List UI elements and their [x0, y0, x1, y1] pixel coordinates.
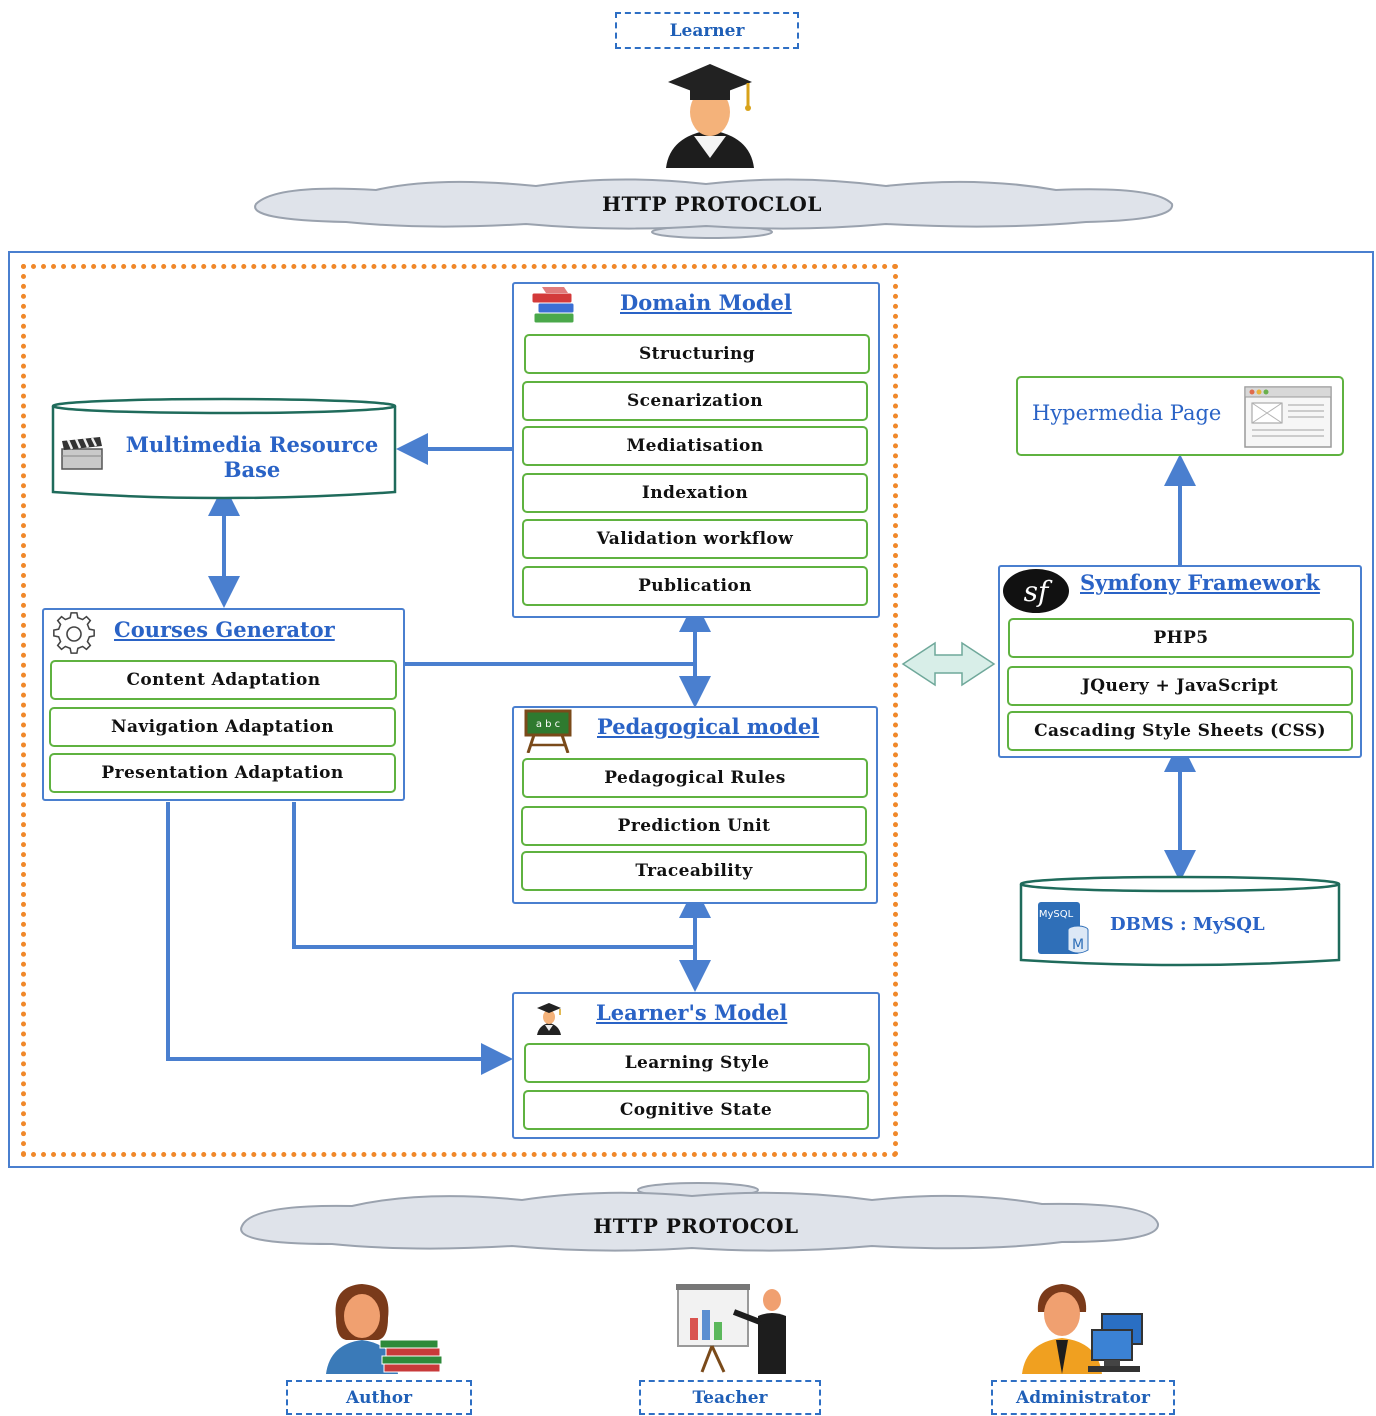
- mysql-icon-letter: M: [1072, 937, 1084, 953]
- hypermedia-page-title: Hypermedia Page: [1032, 401, 1222, 425]
- administrator-label: Administrator: [991, 1380, 1175, 1415]
- domain-item-structuring: Structuring: [524, 334, 870, 374]
- line-courses-to-learners-mid: [292, 802, 695, 949]
- chalkboard-text: a b c: [536, 719, 560, 730]
- cloud-top-shape: [254, 178, 1174, 239]
- cloud-top-label: HTTP PROTOCLOL: [602, 192, 822, 216]
- chalkboard-icon: a b c: [524, 709, 572, 753]
- courses-item-navigation-adaptation: Navigation Adaptation: [49, 707, 396, 747]
- symfony-title[interactable]: Symfony Framework: [1080, 570, 1320, 595]
- graduate-small-icon: [537, 1003, 561, 1035]
- cloud-bottom-shape: [240, 1182, 1159, 1252]
- books-icon: [531, 287, 575, 324]
- pedagogical-item-traceability: Traceability: [521, 851, 867, 891]
- mysql-icon: MySQL M: [1038, 902, 1089, 954]
- domain-model-title[interactable]: Domain Model: [620, 290, 792, 315]
- domain-item-indexation: Indexation: [522, 473, 868, 513]
- clapperboard-icon: [61, 437, 103, 470]
- cloud-bottom-label: HTTP PROTOCOL: [593, 1214, 799, 1238]
- symfony-logo-icon: sf: [1003, 569, 1069, 613]
- mysql-icon-text: MySQL: [1039, 909, 1074, 920]
- learner-label: Learner: [615, 12, 799, 49]
- graduate-icon: [666, 64, 754, 168]
- adaptive-core-frame: [21, 264, 898, 1157]
- pedagogical-item-prediction-unit: Prediction Unit: [521, 806, 867, 846]
- teacher-label: Teacher: [639, 1380, 821, 1415]
- symfony-item-php5: PHP5: [1008, 618, 1354, 658]
- author-icon: [326, 1284, 443, 1374]
- dbms-cylinder: [1019, 875, 1341, 967]
- learners-model-title[interactable]: Learner's Model: [596, 1000, 788, 1025]
- arrow-courses-to-learners: [166, 802, 513, 1075]
- domain-item-publication: Publication: [522, 566, 868, 606]
- courses-item-content-adaptation: Content Adaptation: [50, 660, 397, 700]
- administrator-icon: [1022, 1284, 1143, 1374]
- gear-icon: [53, 612, 95, 654]
- dbms-title: DBMS : MySQL: [1110, 914, 1265, 935]
- pedagogical-item-rules: Pedagogical Rules: [522, 758, 868, 798]
- domain-item-scenarization: Scenarization: [522, 381, 868, 421]
- multimedia-cylinder: [51, 397, 397, 500]
- learners-item-learning-style: Learning Style: [524, 1043, 870, 1083]
- teacher-icon: [676, 1284, 786, 1374]
- webpage-icon: [1244, 386, 1332, 448]
- domain-item-validation-workflow: Validation workflow: [522, 519, 868, 559]
- symfony-item-css: Cascading Style Sheets (CSS): [1007, 711, 1353, 751]
- symfony-logo-text: sf: [1024, 575, 1053, 608]
- multimedia-title: Multimedia Resource Base: [125, 432, 379, 482]
- author-label: Author: [286, 1380, 472, 1415]
- courses-generator-title[interactable]: Courses Generator: [114, 617, 335, 642]
- pedagogical-model-title[interactable]: Pedagogical model: [597, 714, 820, 739]
- domain-item-mediatisation: Mediatisation: [522, 426, 868, 466]
- system-frame: [8, 251, 1374, 1168]
- symfony-item-jquery: JQuery + JavaScript: [1007, 666, 1353, 706]
- courses-item-presentation-adaptation: Presentation Adaptation: [49, 753, 396, 793]
- learners-item-cognitive-state: Cognitive State: [523, 1090, 869, 1130]
- double-arrow-icon: [901, 641, 996, 687]
